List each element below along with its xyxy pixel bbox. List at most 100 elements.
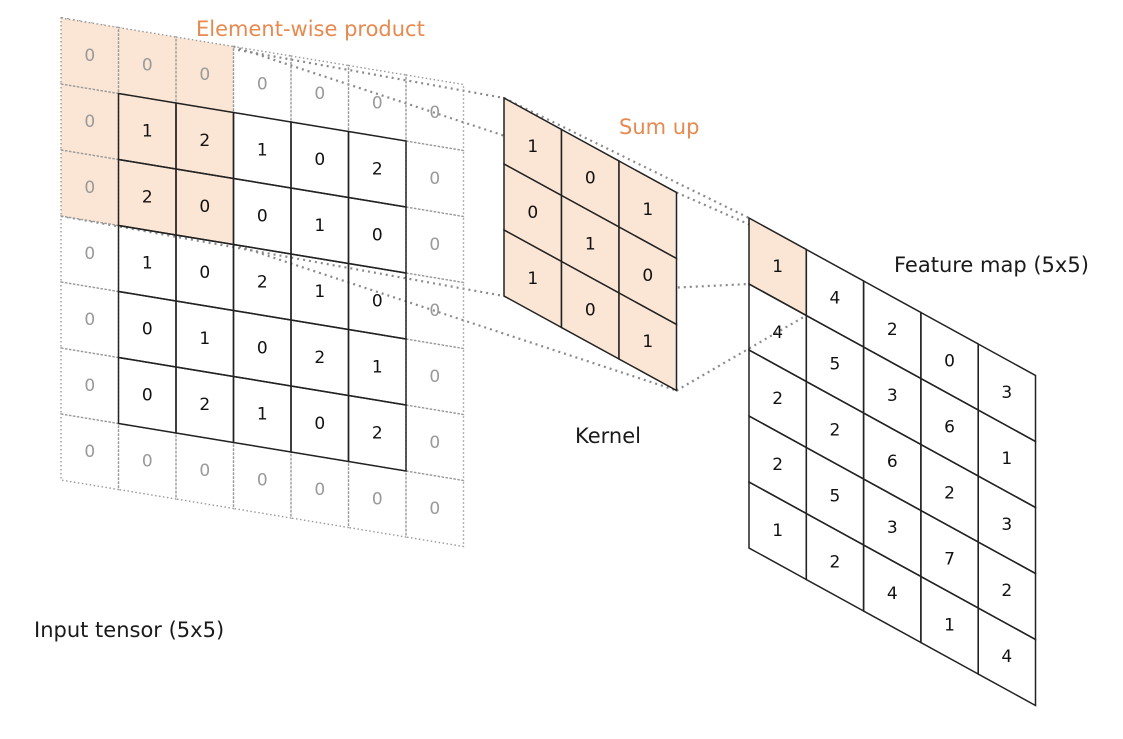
input-value: 0 (372, 291, 383, 311)
input-to-kernel-line (60, 214, 505, 298)
input-value: 0 (257, 206, 268, 226)
kernel-value: 1 (642, 332, 653, 352)
feature-value: 1 (772, 257, 783, 277)
input-value: 0 (314, 414, 325, 434)
input-value: 0 (199, 263, 210, 283)
feature-value: 4 (887, 584, 898, 604)
input-padding-cell (232, 441, 292, 519)
feature-value: 1 (1001, 449, 1012, 469)
input-padding-cell (405, 74, 465, 152)
input-padding-value: 0 (84, 442, 95, 462)
input-value: 1 (314, 216, 325, 236)
feature-value: 6 (887, 452, 898, 472)
feature-value: 2 (772, 389, 783, 409)
input-value: 0 (257, 338, 268, 358)
kernel-label: Kernel (575, 424, 641, 448)
input-padding-cell (117, 422, 177, 500)
input-padding-value: 0 (429, 301, 440, 321)
input-padding-value: 0 (257, 470, 268, 490)
input-padding-value: 0 (142, 451, 153, 471)
feature-value: 1 (944, 615, 955, 635)
feature-value: 2 (830, 552, 841, 572)
input-padding-cell (405, 470, 465, 548)
feature-value: 2 (830, 420, 841, 440)
input-padding-value: 0 (429, 103, 440, 123)
input-highlight-cell (118, 27, 176, 103)
input-value: 1 (199, 329, 210, 349)
feature-value: 3 (887, 386, 898, 406)
input-value: 1 (372, 357, 383, 377)
input-padding-value: 0 (84, 112, 95, 132)
input-padding-value: 0 (429, 169, 440, 189)
input-value: 1 (142, 253, 153, 273)
feature-value: 2 (772, 455, 783, 475)
feature-value: 3 (1001, 515, 1012, 535)
kernel-value: 1 (527, 269, 538, 289)
feature-cell (977, 606, 1037, 707)
feature-value: 2 (1001, 581, 1012, 601)
input-padding-value: 0 (142, 55, 153, 75)
feature-value: 0 (944, 351, 955, 371)
kernel-value: 1 (642, 200, 653, 220)
input-highlight-cell (176, 103, 234, 179)
input-value: 2 (142, 187, 153, 207)
input-padding-value: 0 (199, 65, 210, 85)
feature-value: 7 (944, 549, 955, 569)
input-highlight-cell (61, 150, 119, 226)
input-padding-value: 0 (314, 480, 325, 500)
input-padding-value: 0 (429, 367, 440, 387)
kernel-value: 0 (585, 168, 596, 188)
kernel-value: 0 (585, 300, 596, 320)
input-padding-value: 0 (372, 93, 383, 113)
input-value: 1 (142, 121, 153, 141)
input-highlight-cell (61, 84, 119, 160)
feature-value: 4 (1001, 647, 1012, 667)
input-value: 0 (372, 225, 383, 245)
input-padding-cell (175, 432, 235, 510)
input-value: 2 (199, 395, 210, 415)
input-highlight-cell (176, 169, 234, 245)
feature-value: 2 (944, 483, 955, 503)
input-padding-value: 0 (429, 235, 440, 255)
input-padding-value: 0 (257, 74, 268, 94)
kernel-cell (618, 291, 678, 392)
input-padding-cell (60, 413, 120, 491)
input-value: 0 (142, 319, 153, 339)
input-value: 1 (314, 282, 325, 302)
kernel-value: 1 (527, 137, 538, 157)
feature-value: 1 (772, 521, 783, 541)
feature-value: 5 (830, 486, 841, 506)
kernel-to-feature-line (503, 282, 750, 298)
input-highlight-cell (118, 93, 176, 169)
input-value: 2 (372, 159, 383, 179)
input-padding-value: 0 (84, 244, 95, 264)
elementwise-product-label: Element-wise product (196, 17, 425, 41)
input-tensor-label: Input tensor (5x5) (34, 618, 224, 642)
kernel-value: 1 (585, 234, 596, 254)
input-value: 0 (199, 197, 210, 217)
feature-value: 5 (830, 354, 841, 374)
input-highlight-cell (61, 18, 119, 94)
input-value: 1 (257, 140, 268, 160)
feature-map-label: Feature map (5x5) (894, 253, 1089, 277)
kernel-value: 0 (527, 203, 538, 223)
input-padding-value: 0 (314, 84, 325, 104)
feature-value: 3 (887, 518, 898, 538)
input-value: 1 (257, 404, 268, 424)
projection-lines (60, 16, 807, 392)
feature-value: 4 (830, 288, 841, 308)
feature-value: 2 (887, 320, 898, 340)
input-highlight-cell (118, 159, 176, 235)
input-padding-value: 0 (199, 461, 210, 481)
input-value: 2 (314, 348, 325, 368)
input-padding-value: 0 (84, 376, 95, 396)
sum-up-label: Sum up (619, 115, 699, 139)
input-padding-value: 0 (429, 499, 440, 519)
input-cell (347, 394, 407, 472)
input-padding-cell (347, 460, 407, 538)
input-value: 0 (314, 150, 325, 170)
input-value: 2 (257, 272, 268, 292)
